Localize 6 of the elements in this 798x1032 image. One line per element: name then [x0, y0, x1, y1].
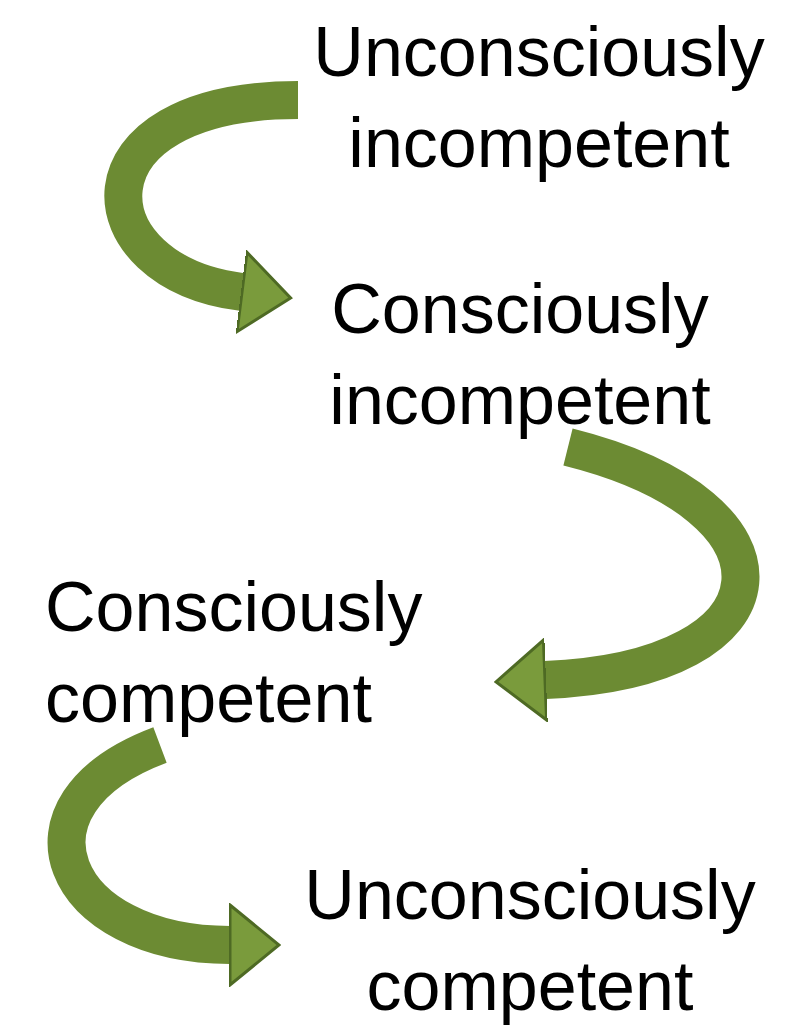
- curved-arrow: [494, 428, 759, 722]
- stage-label: Consciously incompetent: [328, 268, 712, 441]
- stage-label: Consciously competent: [45, 566, 424, 739]
- curved-arrow: [104, 81, 300, 333]
- stage-label: Unconsciously competent: [303, 855, 757, 1027]
- stage-label: Unconsciously incompetent: [312, 11, 766, 184]
